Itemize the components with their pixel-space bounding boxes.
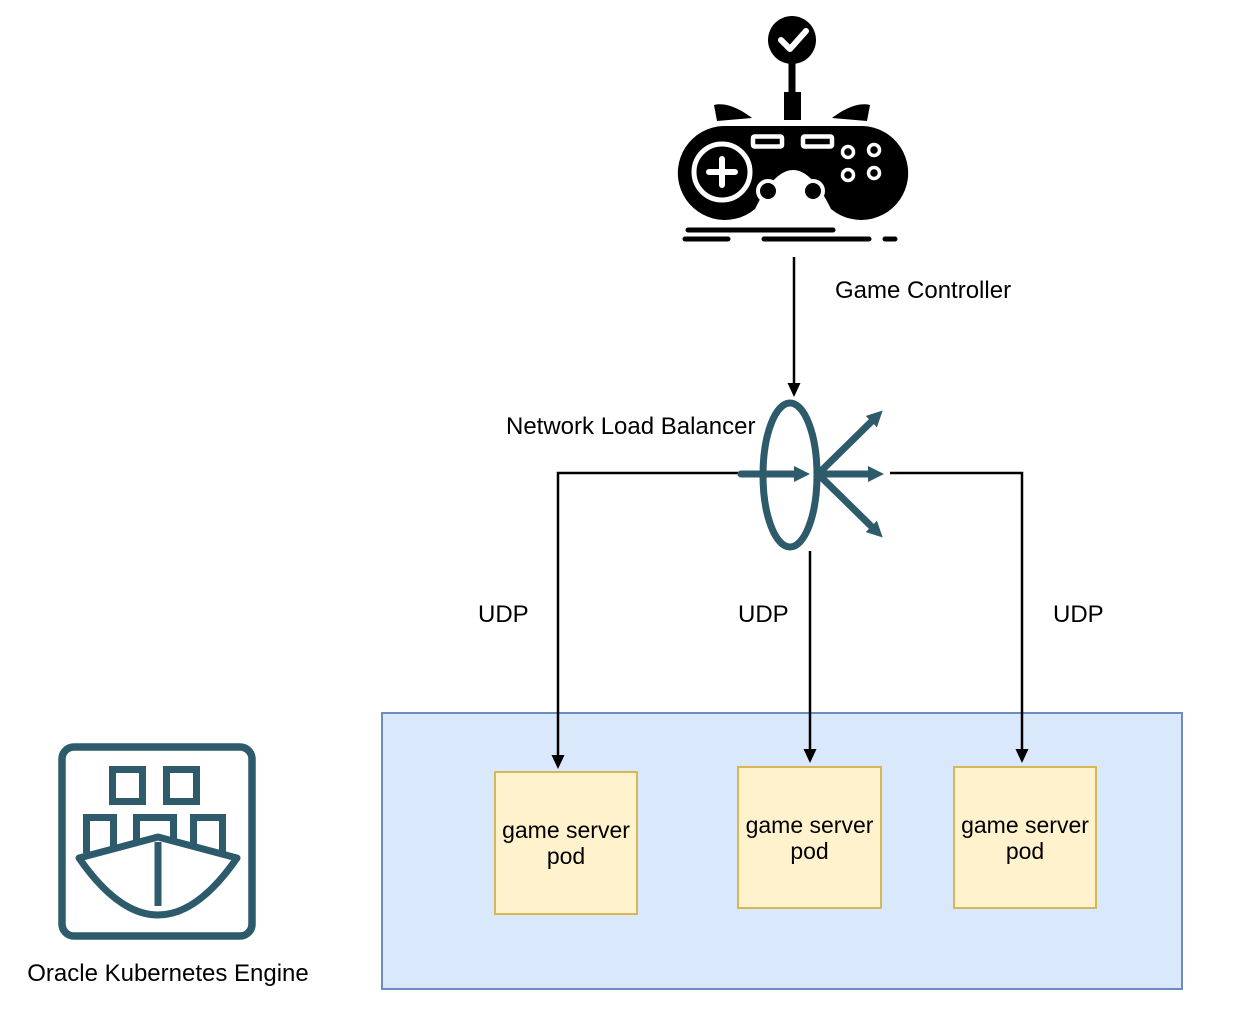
network-load-balancer-label: Network Load Balancer bbox=[506, 413, 756, 440]
network-load-balancer-icon bbox=[737, 399, 884, 551]
game-controller-icon bbox=[677, 16, 909, 242]
game-server-pod-label: game server pod bbox=[502, 817, 630, 869]
game-server-pod-label: game server pod bbox=[961, 811, 1089, 864]
game-controller-label: Game Controller bbox=[835, 277, 1012, 304]
udp-edge-label-3: UDP bbox=[1053, 601, 1104, 628]
game-server-pod-box-2: game server pod bbox=[737, 766, 882, 909]
udp-edge-label-2: UDP bbox=[738, 601, 789, 628]
game-server-pod-label: game server pod bbox=[745, 811, 874, 864]
oracle-kubernetes-engine-label: Oracle Kubernetes Engine bbox=[27, 960, 309, 987]
arrow-lb-to-pod-3 bbox=[890, 471, 1029, 763]
udp-edge-label-1: UDP bbox=[478, 601, 529, 628]
oracle-kubernetes-engine-icon bbox=[58, 743, 256, 940]
game-server-pod-box-3: game server pod bbox=[953, 766, 1097, 909]
game-server-pod-box-1: game server pod bbox=[494, 771, 638, 915]
